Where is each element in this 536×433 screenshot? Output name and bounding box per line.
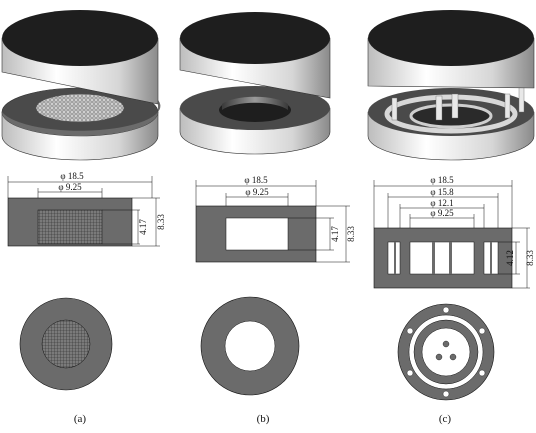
panel-c: φ 18.5 φ 15.8 φ 12.1 φ 9.25 [367, 10, 535, 425]
panel-c-3d-view [367, 10, 535, 161]
panel-a-dim-h1: 4.17 [138, 219, 148, 235]
panel-c-section-drawing: φ 18.5 φ 15.8 φ 12.1 φ 9.25 [373, 175, 535, 289]
panel-a-mesh-core [37, 209, 103, 245]
panel-a: φ 18.5 φ 9.25 4.17 8.33 (a) [1, 10, 166, 425]
panel-b-dim-h1: 4.17 [330, 226, 340, 242]
panel-b-top-view [200, 296, 300, 396]
panel-a-dim-inner: φ 9.25 [58, 182, 82, 192]
panel-c-pillar [432, 242, 435, 274]
panel-a-dim-outer: φ 18.5 [60, 171, 84, 181]
panel-c-pillar [449, 242, 452, 274]
panel-c-dim-d4: φ 9.25 [430, 208, 454, 218]
panel-c-dim-d2: φ 15.8 [430, 187, 454, 197]
panel-b: φ 18.5 φ 9.25 4.17 8.33 (b) [179, 12, 356, 425]
panel-c-dim-d3: φ 12.1 [430, 198, 453, 208]
panel-b-hole [224, 320, 276, 372]
panel-c-dim-h2: 8.33 [525, 250, 535, 266]
panel-a-top-view [19, 297, 113, 391]
panel-b-hollow-core [225, 217, 289, 251]
panel-c-top-view [397, 303, 495, 401]
panel-a-dim-h2: 8.33 [156, 214, 166, 230]
panel-c-caption: (c) [439, 413, 452, 425]
panel-a-section-drawing: φ 18.5 φ 9.25 4.17 8.33 [7, 171, 166, 247]
panel-b-dim-h2: 8.33 [346, 226, 356, 242]
panel-b-dim-inner: φ 9.25 [245, 187, 269, 197]
panel-a-caption: (a) [74, 413, 87, 425]
panel-b-3d-view [179, 12, 331, 155]
panel-b-caption: (b) [257, 413, 270, 425]
panel-b-section-drawing: φ 18.5 φ 9.25 4.17 8.33 [195, 175, 356, 263]
panel-c-dim-h1: 4.12 [505, 250, 515, 266]
panel-c-dim-d1: φ 18.5 [430, 175, 454, 185]
panel-a-3d-view [1, 10, 161, 161]
panel-b-dim-outer: φ 18.5 [244, 175, 268, 185]
panel-a-mesh-disc [41, 319, 91, 369]
